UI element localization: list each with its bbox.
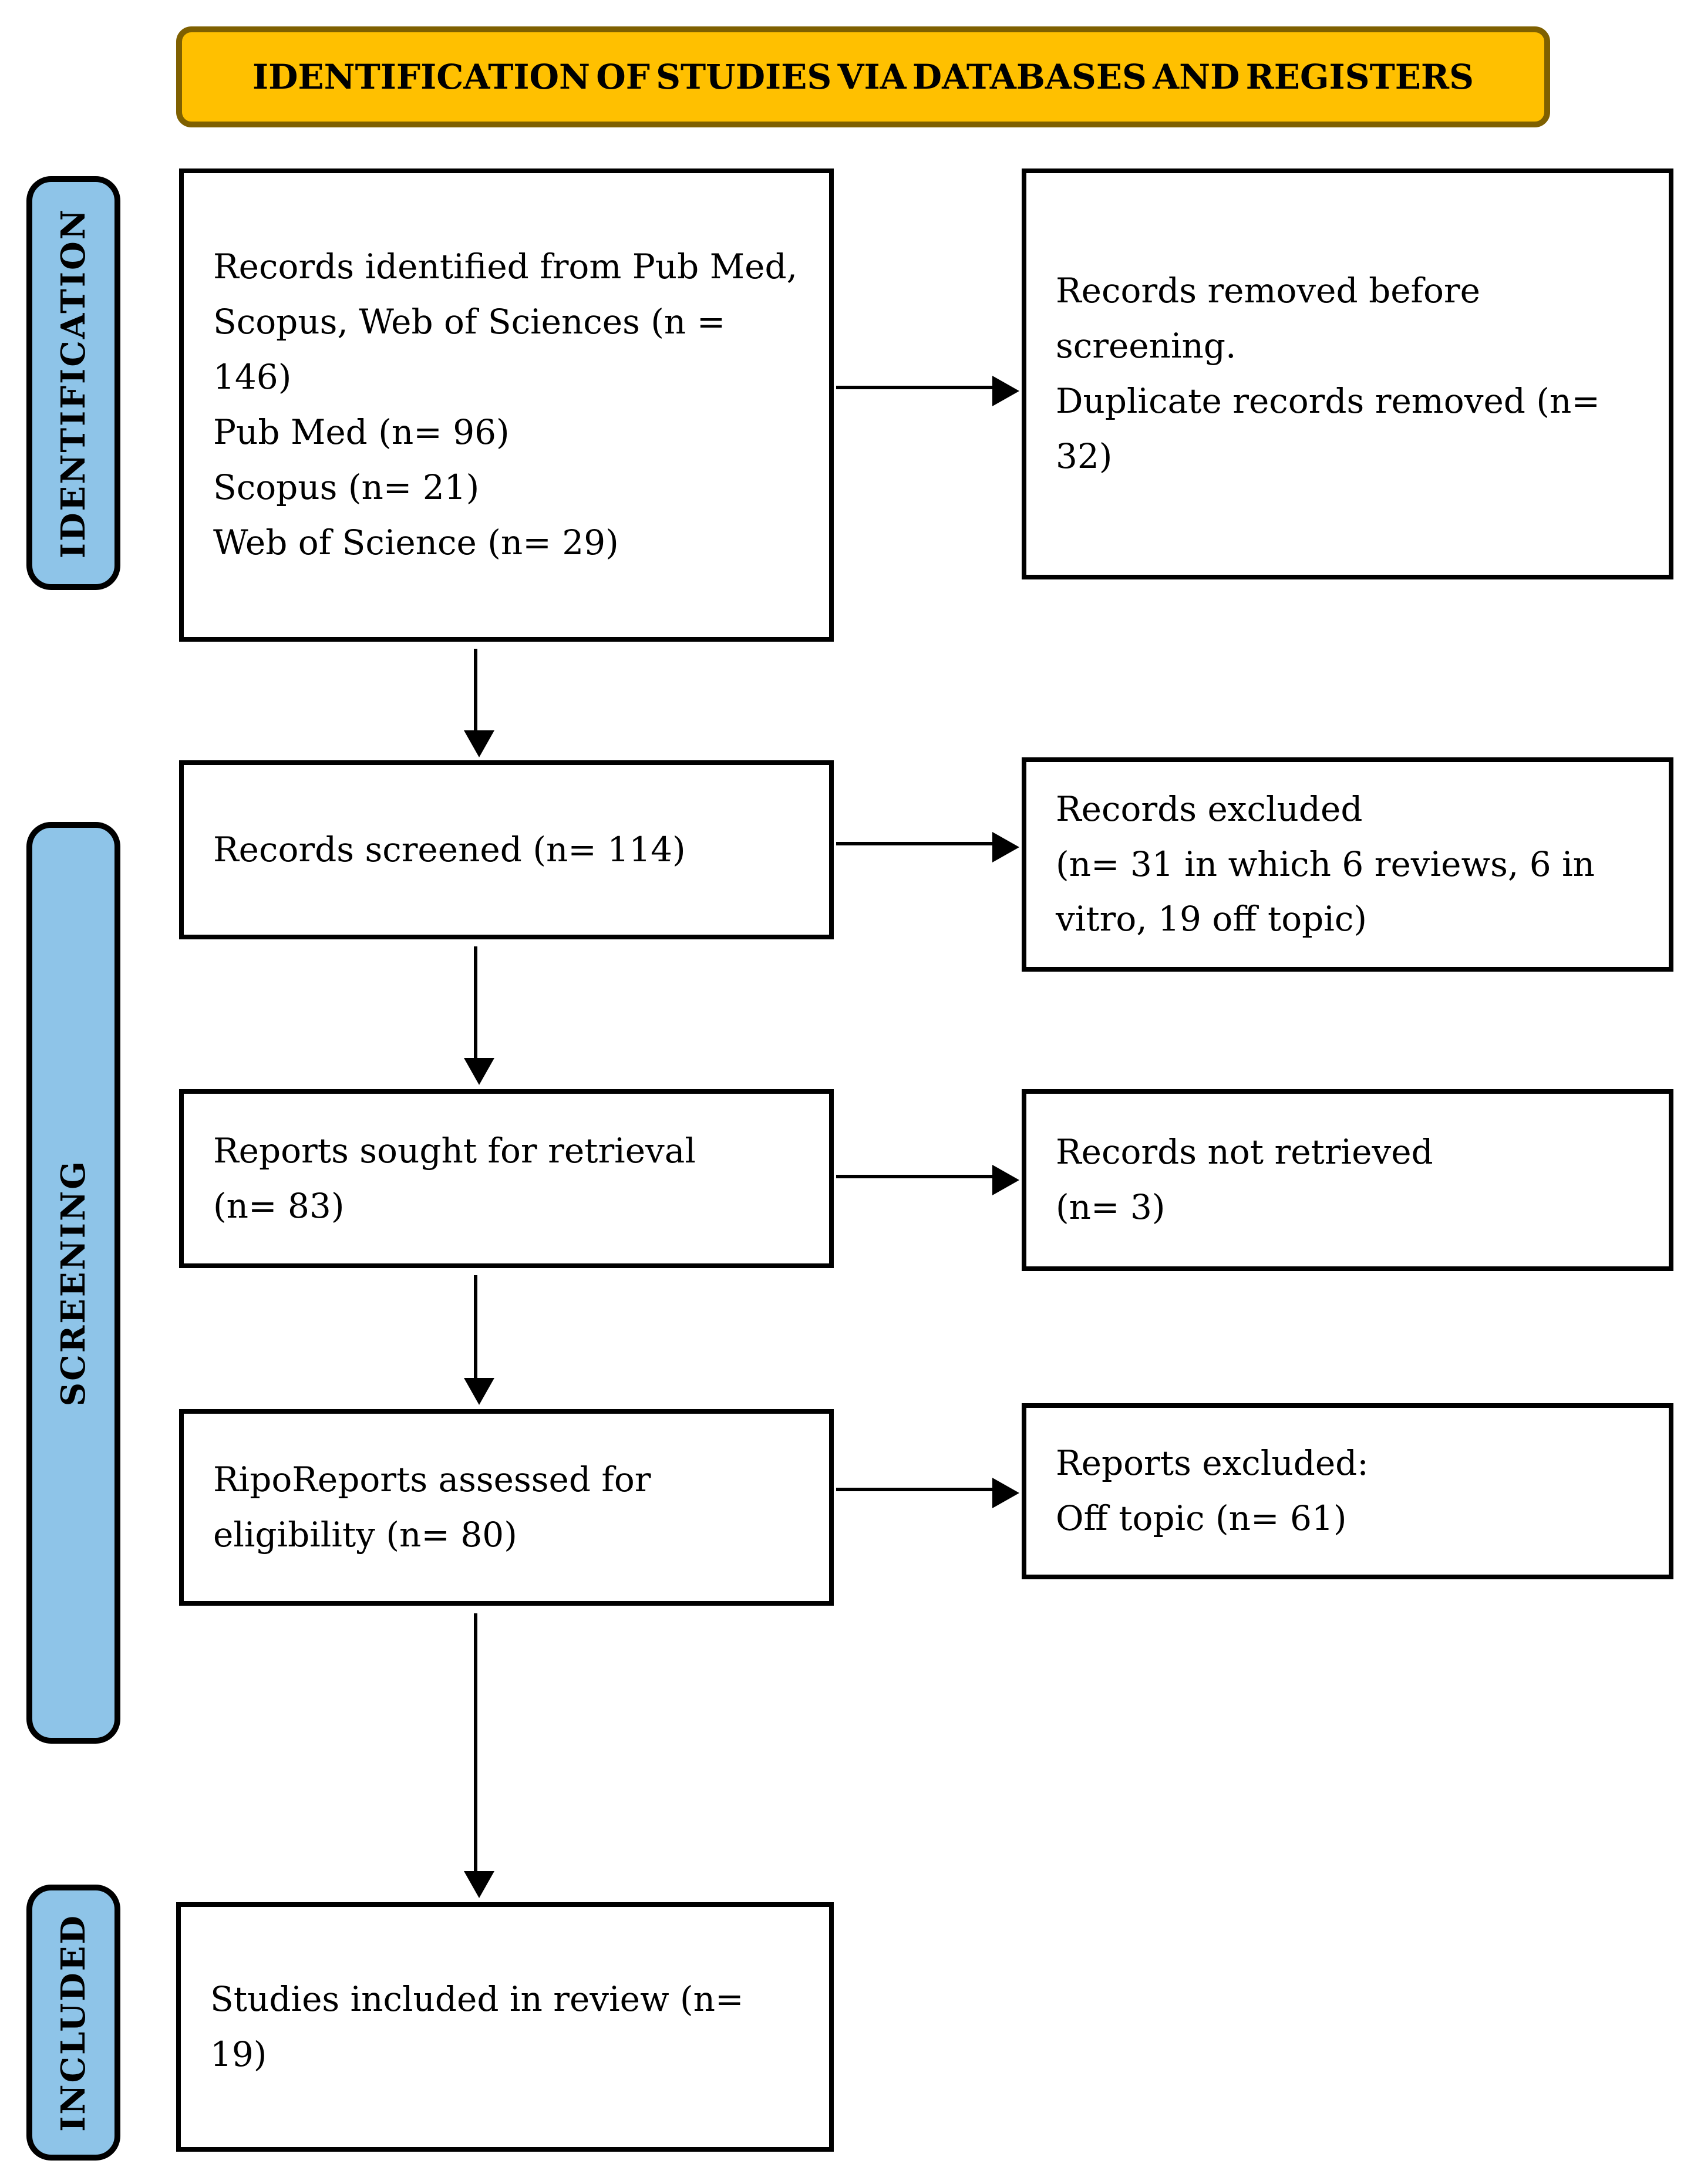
stage-label-identification: IDENTIFICATION xyxy=(54,207,93,559)
box-records-screened: Records screened (n= 114) xyxy=(179,760,834,939)
box-records-excluded: Records excluded (n= 31 in which 6 revie… xyxy=(1022,757,1673,972)
right-arrow-icon xyxy=(836,1478,1019,1508)
box-records-removed-text: Records removed before screening. Duplic… xyxy=(1056,271,1600,476)
banner: IDENTIFICATION OF STUDIES VIA DATABASES … xyxy=(176,26,1550,127)
box-records-excluded-text: Records excluded (n= 31 in which 6 revie… xyxy=(1056,788,1595,939)
banner-title: IDENTIFICATION OF STUDIES VIA DATABASES … xyxy=(252,57,1474,97)
down-arrow-icon xyxy=(464,1275,494,1405)
box-records-not-retrieved: Records not retrieved (n= 3) xyxy=(1022,1089,1673,1271)
right-arrow-icon xyxy=(836,832,1019,862)
box-reports-sought-text: Reports sought for retrieval (n= 83) xyxy=(213,1130,696,1226)
right-arrow-icon xyxy=(836,376,1019,406)
box-records-not-retrieved-text: Records not retrieved (n= 3) xyxy=(1056,1132,1433,1227)
box-records-identified-text: Records identified from Pub Med, Scopus,… xyxy=(213,247,798,562)
box-records-removed: Records removed before screening. Duplic… xyxy=(1022,168,1673,579)
down-arrow-icon xyxy=(464,1613,494,1898)
stage-bar-identification: IDENTIFICATION xyxy=(26,176,120,590)
box-reports-sought: Reports sought for retrieval (n= 83) xyxy=(179,1089,834,1268)
box-reports-assessed: RipoReports assessed for eligibility (n=… xyxy=(179,1409,834,1606)
box-reports-excluded-text: Reports excluded: Off topic (n= 61) xyxy=(1056,1443,1369,1538)
stage-label-screening: SCREENING xyxy=(54,1159,93,1407)
box-studies-included-text: Studies included in review (n= 19) xyxy=(210,1979,744,2074)
box-records-screened-text: Records screened (n= 114) xyxy=(213,829,686,869)
stage-bar-screening: SCREENING xyxy=(26,822,120,1744)
stage-bar-included: INCLUDED xyxy=(26,1885,120,2161)
stage-label-included: INCLUDED xyxy=(54,1913,93,2132)
box-records-identified: Records identified from Pub Med, Scopus,… xyxy=(179,168,834,642)
box-reports-assessed-text: RipoReports assessed for eligibility (n=… xyxy=(213,1459,651,1555)
down-arrow-icon xyxy=(464,946,494,1085)
down-arrow-icon xyxy=(464,649,494,757)
right-arrow-icon xyxy=(836,1165,1019,1195)
box-reports-excluded: Reports excluded: Off topic (n= 61) xyxy=(1022,1403,1673,1579)
box-studies-included: Studies included in review (n= 19) xyxy=(176,1902,834,2152)
